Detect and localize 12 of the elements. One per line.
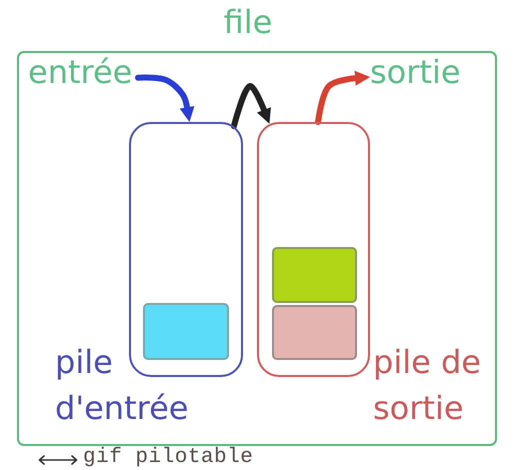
stack-label: pile d'entrée (55, 342, 190, 430)
input-label: entrée (28, 53, 138, 91)
curved-arrow (135, 74, 194, 122)
stack-label: pile de sortie (373, 342, 482, 430)
frame-title: file (222, 3, 274, 42)
stack-block (143, 303, 229, 360)
curved-arrow (230, 83, 271, 130)
curved-arrow (315, 70, 370, 125)
stack-block (272, 247, 357, 303)
note-text: gif pilotable (83, 447, 254, 468)
output-label: sortie (370, 53, 470, 91)
stack-block (272, 305, 357, 360)
